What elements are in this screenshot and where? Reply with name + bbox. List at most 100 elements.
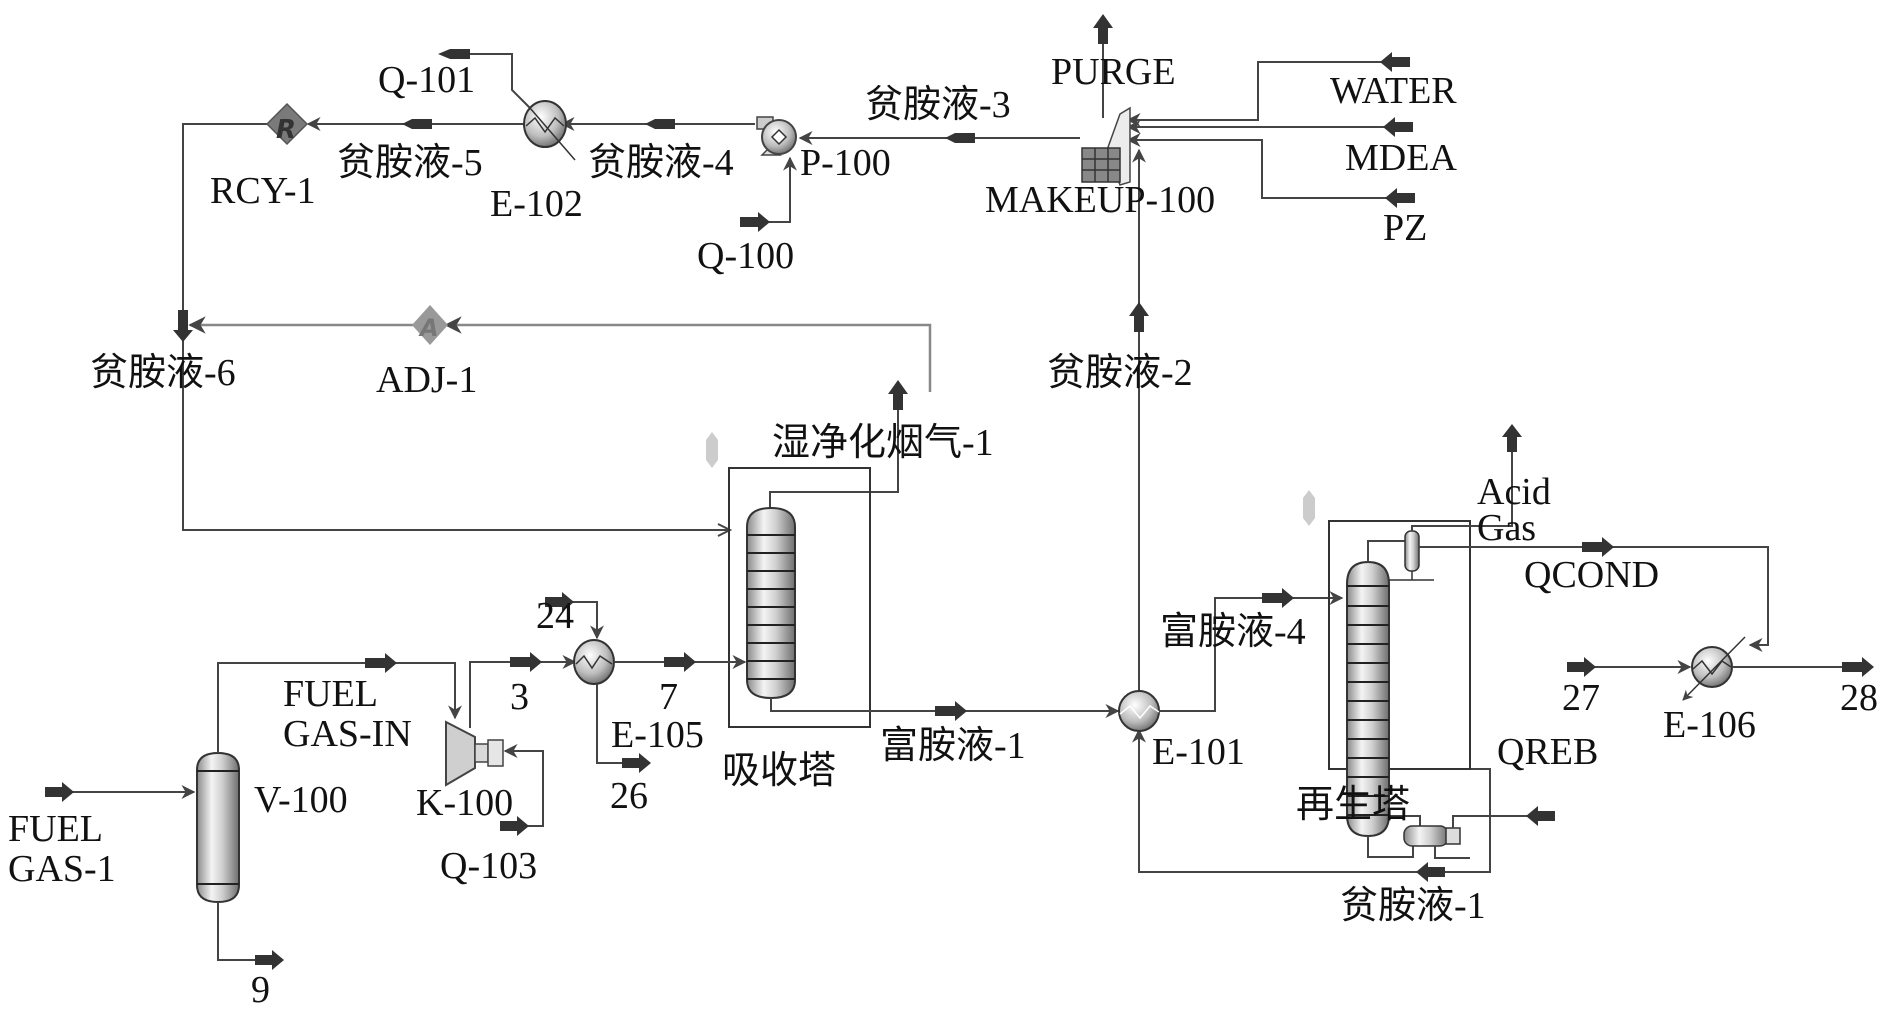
stream-line-fuel-gas-in bbox=[217, 662, 462, 753]
label-acid-gas-1: Acid bbox=[1477, 471, 1551, 513]
label-p100: P-100 bbox=[800, 142, 891, 184]
flow-arrow-qreb bbox=[1526, 806, 1555, 826]
label-28: 28 bbox=[1840, 677, 1878, 719]
flow-arrow-lean1 bbox=[1416, 862, 1445, 882]
label-absorber: 吸收塔 bbox=[722, 750, 836, 792]
label-k100: K-100 bbox=[416, 782, 513, 824]
stream-line-26 bbox=[596, 684, 625, 764]
label-lean5: 贫胺液-5 bbox=[337, 142, 483, 184]
label-makeup100: MAKEUP-100 bbox=[985, 179, 1215, 221]
label-e105: E-105 bbox=[611, 714, 704, 756]
flow-arrow-lean4 bbox=[645, 119, 675, 129]
label-qcond: QCOND bbox=[1524, 554, 1659, 596]
label-q103: Q-103 bbox=[440, 845, 537, 887]
stream-line-rich1 bbox=[770, 698, 1120, 718]
stream-line-pz bbox=[1126, 133, 1390, 199]
flow-arrow-fuel-gas-1 bbox=[45, 782, 74, 802]
energy-line-q101 bbox=[450, 53, 531, 109]
adjust-line-in bbox=[444, 316, 932, 392]
regenerator-column[interactable] bbox=[1346, 560, 1390, 838]
reboiler-feed-line bbox=[1389, 815, 1421, 826]
cooler-e105[interactable] bbox=[573, 639, 615, 685]
label-rich4: 富胺液-4 bbox=[1160, 611, 1306, 653]
regenerator-boundary bbox=[1328, 520, 1471, 770]
absorber-column[interactable] bbox=[746, 506, 796, 700]
heat-exchanger-e101[interactable] bbox=[1118, 690, 1160, 732]
absorber-boundary bbox=[728, 467, 871, 728]
flow-arrow-27 bbox=[1567, 657, 1596, 677]
flow-arrow-clean-gas bbox=[888, 380, 908, 410]
stream-line-clean-gas bbox=[769, 392, 899, 512]
pump-p100[interactable] bbox=[756, 116, 797, 156]
flow-arrow-28 bbox=[1842, 657, 1874, 677]
condenser[interactable] bbox=[1389, 530, 1434, 581]
flow-arrow-24 bbox=[545, 592, 574, 612]
cooler-e102[interactable] bbox=[523, 100, 576, 161]
flow-arrow-9 bbox=[255, 950, 284, 970]
stream-line-lean1 bbox=[1132, 728, 1491, 873]
label-e101: E-101 bbox=[1152, 731, 1245, 773]
stream-line-9 bbox=[217, 902, 258, 961]
reboiler-return-line bbox=[1367, 836, 1414, 858]
label-lean2: 贫胺液-2 bbox=[1047, 352, 1193, 394]
label-fuel-gas1-1: FUEL bbox=[8, 808, 103, 850]
label-9: 9 bbox=[251, 969, 270, 1011]
column-spec-tag-icon[interactable] bbox=[706, 432, 718, 468]
label-24: 24 bbox=[536, 595, 574, 637]
flow-arrow-lean5 bbox=[402, 119, 432, 129]
label-acid-gas-2: Gas bbox=[1477, 507, 1536, 549]
overhead-line bbox=[1367, 540, 1410, 562]
heater-e106[interactable] bbox=[1682, 636, 1746, 701]
flow-arrow-mdea bbox=[1383, 117, 1413, 137]
label-purge: PURGE bbox=[1051, 51, 1176, 93]
energy-line-qreb bbox=[1452, 815, 1530, 828]
label-lean3: 贫胺液-3 bbox=[865, 84, 1011, 126]
flow-arrow-q103 bbox=[500, 816, 529, 836]
energy-line-q103 bbox=[503, 744, 544, 827]
label-pz: PZ bbox=[1383, 207, 1427, 249]
mixer-makeup100[interactable] bbox=[1081, 106, 1131, 186]
label-q101: Q-101 bbox=[378, 59, 475, 101]
label-e102: E-102 bbox=[490, 183, 583, 225]
label-fuel-gas1-2: GAS-1 bbox=[8, 848, 116, 890]
label-fuel-gas-in-1: FUEL bbox=[283, 673, 378, 715]
label-lean6: 贫胺液-6 bbox=[90, 352, 236, 394]
flow-arrow-acid-gas bbox=[1502, 424, 1522, 452]
flow-arrow-rich1 bbox=[935, 701, 967, 721]
flow-arrow-fuel-gas-in bbox=[365, 653, 397, 673]
recycle-rcy1[interactable]: R bbox=[265, 102, 309, 146]
compressor-k100[interactable] bbox=[445, 720, 504, 787]
label-adj1: ADJ-1 bbox=[376, 359, 477, 401]
label-water: WATER bbox=[1330, 70, 1457, 112]
label-3: 3 bbox=[510, 676, 529, 718]
flow-arrow-water bbox=[1380, 52, 1410, 72]
label-27: 27 bbox=[1562, 677, 1600, 719]
label-clean-gas: 湿净化烟气-1 bbox=[772, 422, 994, 464]
reboiler[interactable] bbox=[1403, 825, 1461, 847]
label-lean4: 贫胺液-4 bbox=[588, 142, 734, 184]
label-rich1: 富胺液-1 bbox=[880, 725, 1026, 767]
svg-text:A: A bbox=[418, 314, 439, 342]
flow-arrow-rich4 bbox=[1262, 588, 1294, 608]
separator-v100[interactable] bbox=[196, 751, 240, 904]
stream-line-acid-gas bbox=[1411, 440, 1513, 531]
adjust-adj1[interactable]: A bbox=[412, 305, 448, 345]
stream-line-water bbox=[1126, 61, 1385, 127]
svg-text:R: R bbox=[276, 115, 296, 145]
flow-arrow-lean6 bbox=[173, 310, 193, 342]
label-lean1: 贫胺液-1 bbox=[1340, 885, 1486, 927]
flow-arrow-lean2 bbox=[1129, 302, 1149, 332]
flow-arrow-7 bbox=[664, 652, 696, 672]
label-qreb: QREB bbox=[1497, 731, 1598, 773]
flow-arrow-purge bbox=[1093, 14, 1113, 44]
label-rcy1: RCY-1 bbox=[210, 170, 316, 212]
label-fuel-gas-in-2: GAS-IN bbox=[283, 713, 412, 755]
label-26: 26 bbox=[610, 775, 648, 817]
label-v100: V-100 bbox=[254, 779, 348, 821]
energy-line-q100 bbox=[740, 156, 797, 223]
flow-arrow-q100 bbox=[740, 212, 770, 232]
label-regenerator: 再生塔 bbox=[1296, 784, 1410, 826]
label-q100: Q-100 bbox=[697, 235, 794, 277]
column-spec-tag-icon[interactable] bbox=[1303, 490, 1315, 526]
